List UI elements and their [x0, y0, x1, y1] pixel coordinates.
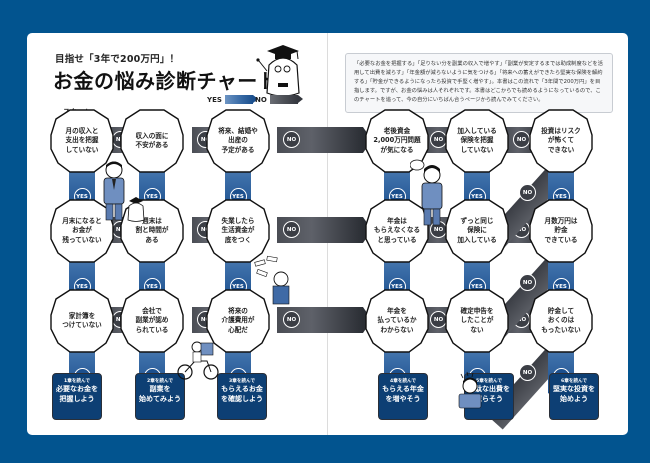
mascot-graduate-icon — [256, 45, 300, 97]
question-node: 家計簿を つけていない — [50, 289, 114, 353]
no-badge: NO — [519, 364, 536, 381]
result-text: 必要なお金を 把握しよう — [56, 385, 98, 403]
bicycle-delivery-illustration — [177, 341, 219, 380]
question-node: 年金は もらえなくなる と思っている — [365, 199, 429, 263]
question-text: 週末は 割と時間が ある — [135, 216, 169, 244]
question-text: 確定申告を したことが ない — [460, 306, 494, 334]
result-text: もらえるお金 を確認しよう — [221, 385, 263, 403]
intro-text-box: 「必要なお金を把握する」「足りない分を副業の収入で増やす」「副業が安定するまでは… — [345, 53, 613, 113]
chart-title: お金の悩み診断チャート — [53, 69, 279, 93]
question-node: 確定申告を したことが ない — [445, 289, 509, 353]
legend-yes: YES — [207, 95, 258, 104]
question-text: 月の収入と 支出を把握 していない — [65, 126, 99, 154]
result-text: 堅実な投資を 始めよう — [553, 385, 595, 403]
speech-man-illustration — [410, 159, 443, 226]
question-text: 将来、結婚や 出産の 予定がある — [218, 126, 258, 154]
result-text: 副業を 始めてみよう — [139, 385, 181, 403]
result-box: 2章を読んで副業を 始めてみよう — [135, 373, 185, 420]
question-text: 年金は もらえなくなる と思っている — [373, 216, 421, 244]
legend-no-swatch — [269, 95, 303, 104]
question-text: ずっと同じ 保険に 加入している — [457, 216, 497, 244]
question-text: 将来の 介護費用が 心配だ — [221, 306, 255, 334]
no-badge: NO — [283, 131, 300, 148]
question-node: 将来の 介護費用が 心配だ — [206, 289, 270, 353]
result-text: 無駄な出費を 減らそう — [468, 385, 510, 403]
question-text: 貯金して おくのは もったいない — [541, 306, 581, 334]
result-box: 6章を読んで堅実な投資を 始めよう — [549, 373, 599, 420]
money-worried-man-illustration — [254, 255, 290, 305]
legend-no: NO — [255, 95, 303, 104]
question-node: 貯金して おくのは もったいない — [529, 289, 593, 353]
question-text: 老後資金 2,000万円問題 が気になる — [373, 126, 421, 154]
question-node: 収入の面に 不安がある — [120, 109, 184, 173]
result-chapter: 5章を読んで — [476, 379, 502, 384]
result-box: 1章を読んで必要なお金を 把握しよう — [52, 373, 102, 420]
question-node: 年金を 払っているか わからない — [365, 289, 429, 353]
question-text: 失業したら 生活資金が 底をつく — [221, 216, 255, 244]
no-badge: NO — [519, 274, 536, 291]
question-text: 投資はリスク が怖くて できない — [541, 126, 581, 154]
legend-no-label: NO — [255, 95, 267, 104]
result-chapter: 1章を読んで — [64, 379, 90, 384]
question-text: 年金を 払っているか わからない — [377, 306, 417, 334]
no-badge: NO — [283, 221, 300, 238]
mascot-small-illustration — [127, 197, 145, 222]
no-badge: NO — [283, 311, 300, 328]
result-text: もらえる年金 を増やそう — [382, 385, 424, 403]
question-node: 老後資金 2,000万円問題 が気になる — [365, 109, 429, 173]
question-text: 家計簿を つけていない — [62, 311, 102, 330]
no-badge: NO — [519, 184, 536, 201]
result-chapter: 3章を読んで — [229, 379, 255, 384]
legend-yes-label: YES — [207, 95, 222, 104]
legend-yes-swatch — [224, 95, 258, 104]
book-spread: 目指せ「3年で200万円」！ お金の悩み診断チャート YES NO スタート 「… — [27, 33, 628, 435]
result-chapter: 6章を読んで — [561, 379, 587, 384]
question-node: 将来、結婚や 出産の 予定がある — [206, 109, 270, 173]
question-text: 月末になると お金が 残っていない — [62, 216, 102, 244]
question-text: 会社で 副業が認め られている — [135, 306, 169, 334]
question-node: 会社で 副業が認め られている — [120, 289, 184, 353]
question-node: 月数万円は 貯金 できている — [529, 199, 593, 263]
question-node: 加入している 保険を把握 していない — [445, 109, 509, 173]
stressed-man-illustration — [458, 371, 482, 409]
question-node: ずっと同じ 保険に 加入している — [445, 199, 509, 263]
result-chapter: 4章を読んで — [390, 379, 416, 384]
question-node: 失業したら 生活資金が 底をつく — [206, 199, 270, 263]
question-text: 月数万円は 貯金 できている — [544, 216, 578, 244]
chart-subtitle: 目指せ「3年で200万円」！ — [55, 54, 180, 65]
thinking-man-illustration — [103, 161, 125, 221]
question-node: 投資はリスク が怖くて できない — [529, 109, 593, 173]
result-box: 4章を読んでもらえる年金 を増やそう — [378, 373, 428, 420]
question-node: 月の収入と 支出を把握 していない — [50, 109, 114, 173]
result-box: 3章を読んでもらえるお金 を確認しよう — [217, 373, 267, 420]
question-text: 加入している 保険を把握 していない — [457, 126, 497, 154]
no-badge: NO — [513, 131, 530, 148]
result-chapter: 2章を読んで — [147, 379, 173, 384]
question-text: 収入の面に 不安がある — [135, 131, 169, 150]
